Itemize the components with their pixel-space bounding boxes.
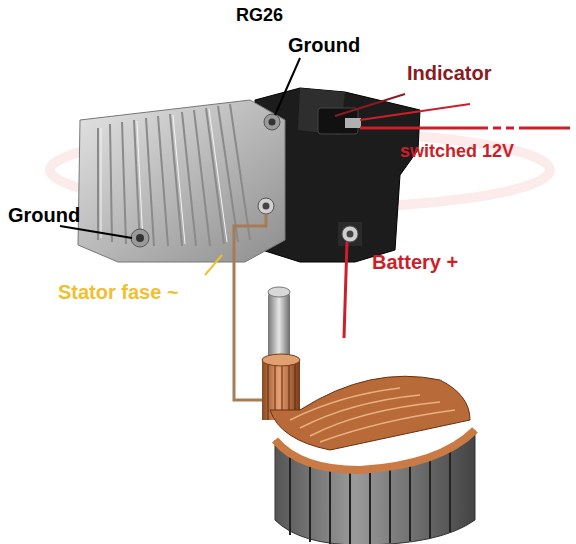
wires bbox=[60, 58, 570, 400]
terminal-label: Battery + bbox=[372, 251, 458, 273]
regulator bbox=[78, 88, 420, 262]
terminal-label: Ground bbox=[288, 34, 360, 56]
signal-label: switched 12V bbox=[400, 142, 514, 162]
terminal-label: Ground bbox=[8, 204, 80, 226]
terminal-label: Indicator bbox=[407, 62, 491, 84]
terminal-label: Stator fase ~ bbox=[58, 281, 179, 303]
armature bbox=[262, 287, 475, 544]
part-title: RG26 bbox=[236, 6, 283, 26]
